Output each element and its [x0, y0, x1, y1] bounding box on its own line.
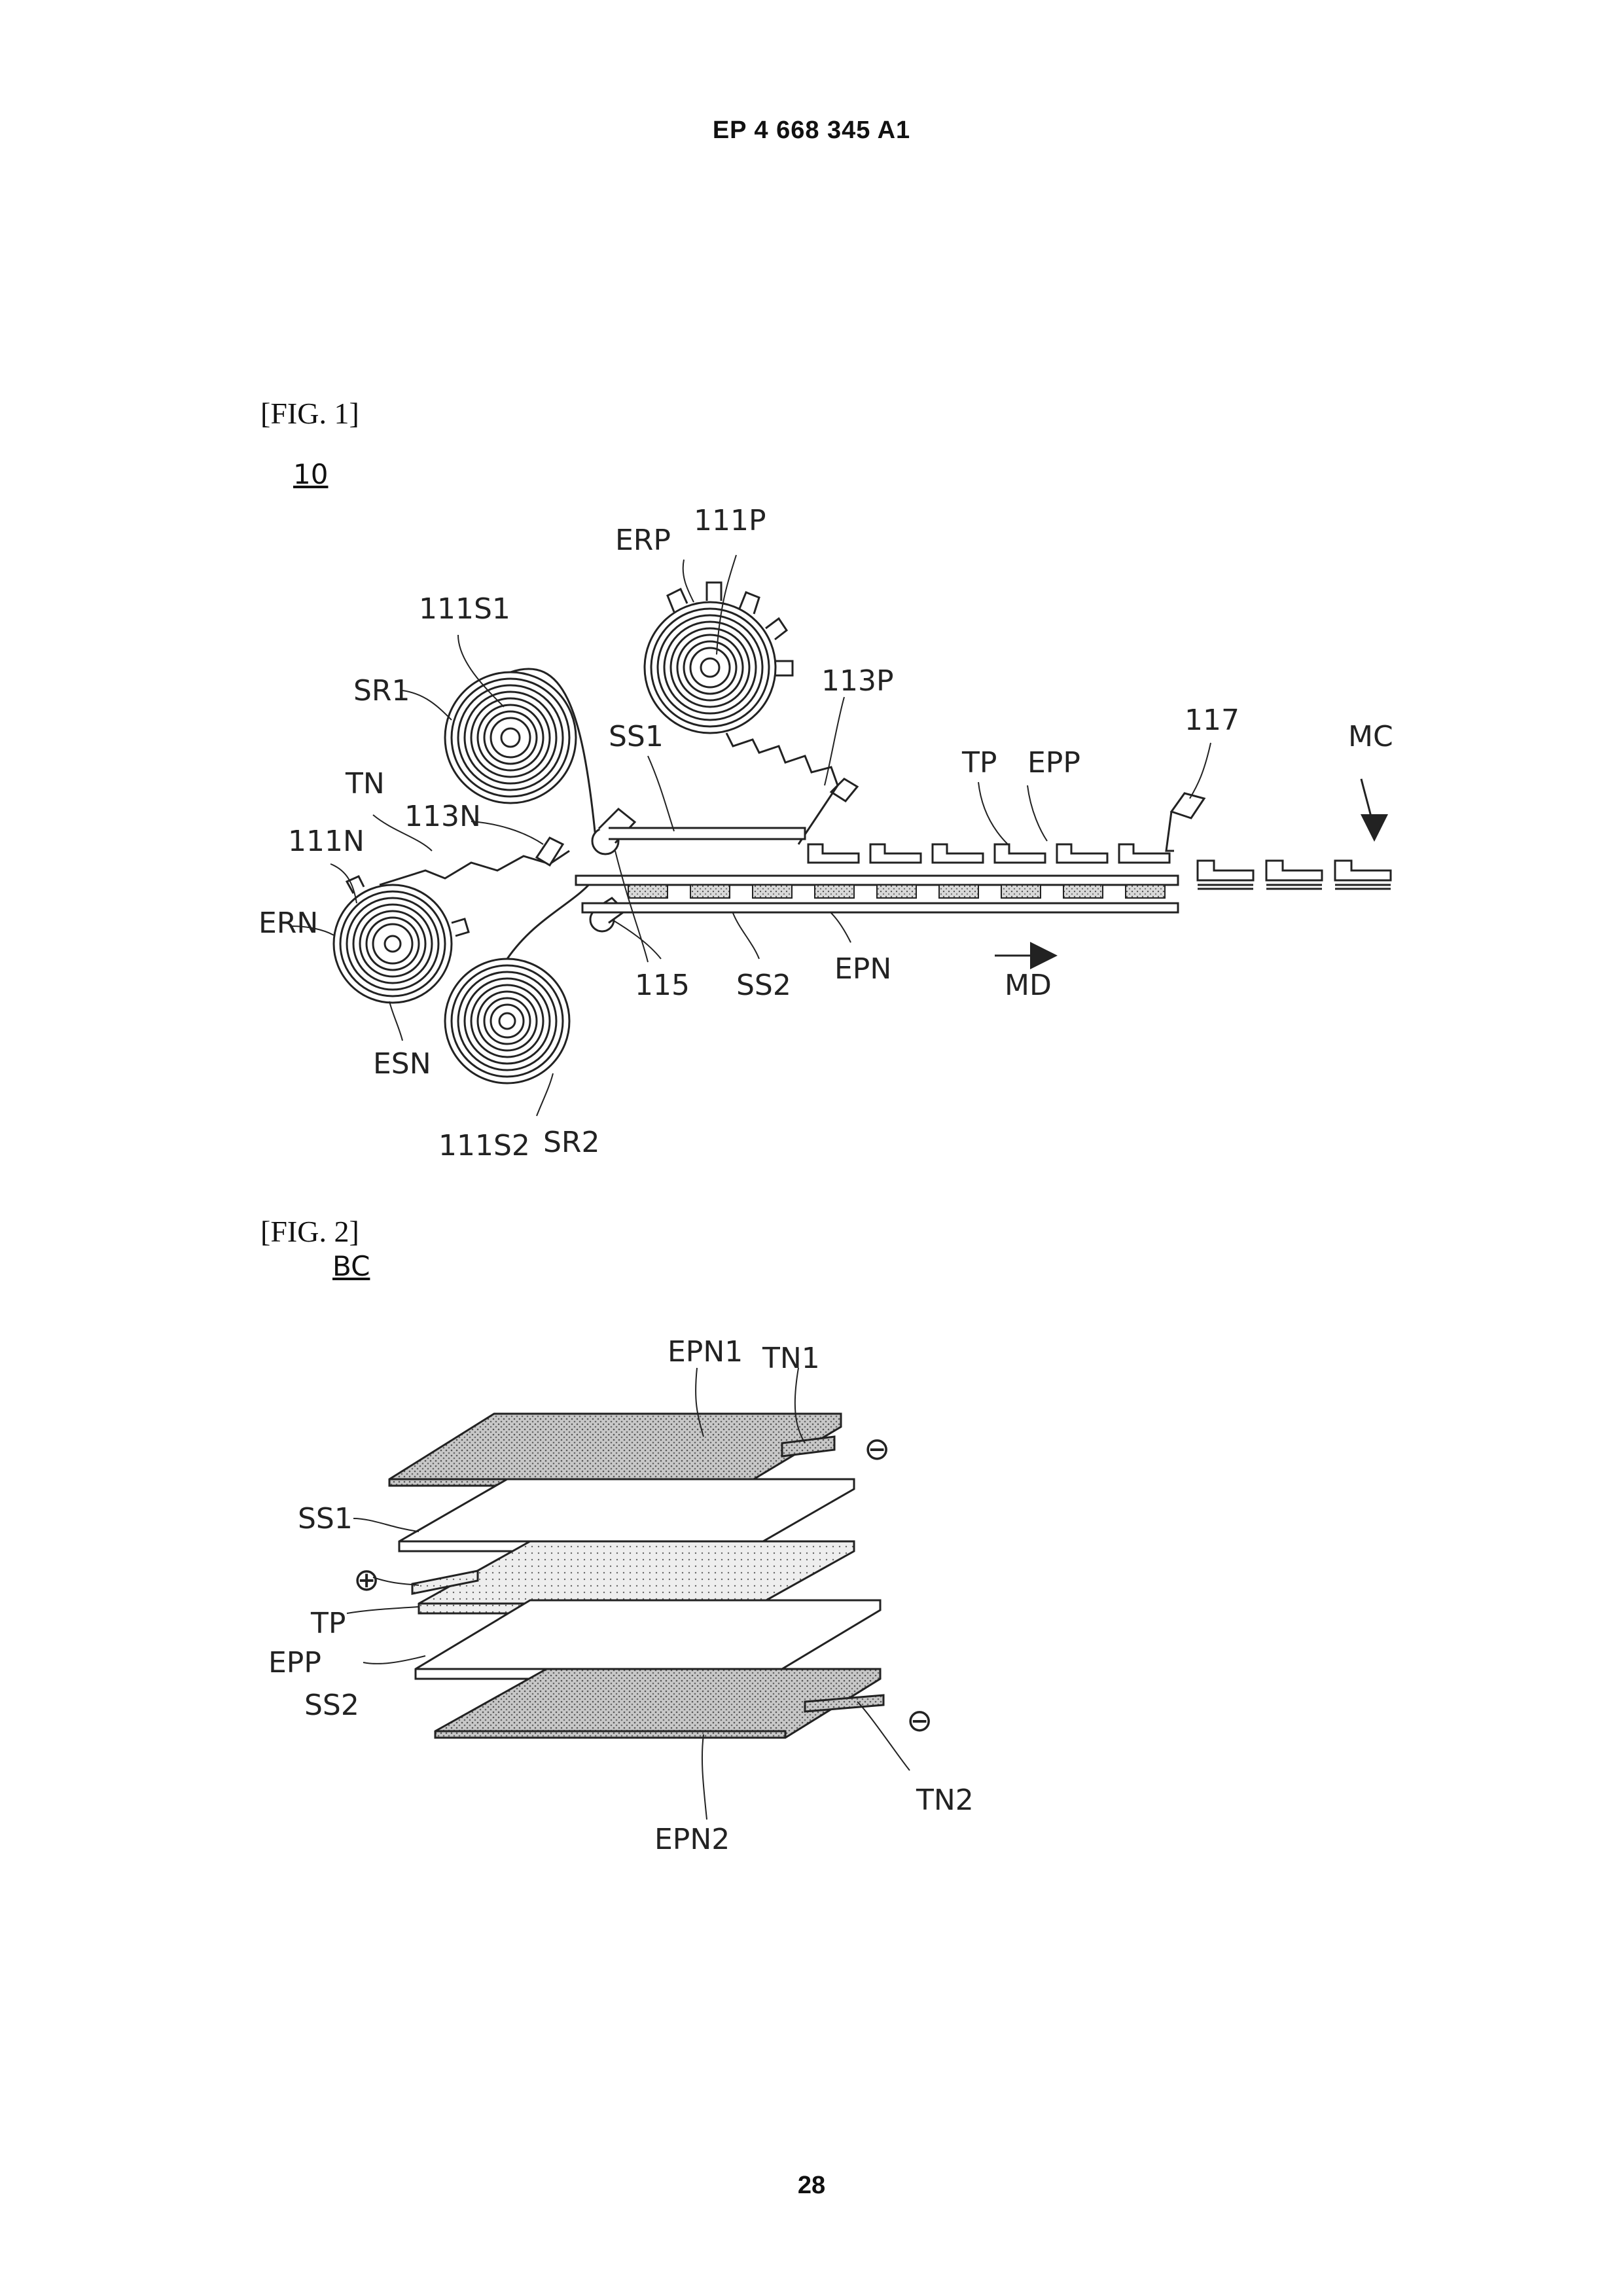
label-plus: ⊕ — [353, 1562, 380, 1598]
label-ss1: SS1 — [609, 720, 664, 753]
label-ss1: SS1 — [298, 1502, 353, 1535]
page-number: 28 — [0, 2172, 1623, 2200]
label-minus-2: ⊖ — [906, 1702, 933, 1739]
label-epp: EPP — [1027, 746, 1080, 780]
label-epp: EPP — [268, 1646, 321, 1679]
label-epn: EPN — [834, 952, 891, 986]
label-epn2: EPN2 — [654, 1823, 730, 1856]
label-ss2: SS2 — [736, 969, 791, 1002]
negative-electrode-plates — [628, 885, 1165, 898]
fig1-diagram: ERP 111P 111S1 SR1 113P SS1 TN 113N 111N… — [0, 0, 1623, 1230]
label-sr1: SR1 — [353, 674, 410, 708]
positive-electrode-plates — [808, 844, 1169, 863]
label-erp: ERP — [615, 524, 671, 557]
label-tn: TN — [345, 767, 385, 800]
negative-plate-epn1 — [389, 1414, 841, 1486]
label-111s1: 111S1 — [419, 592, 510, 626]
cutter-117 — [1166, 793, 1204, 851]
label-ss2: SS2 — [304, 1689, 359, 1722]
label-111s2: 111S2 — [438, 1129, 530, 1162]
label-sr2: SR2 — [543, 1126, 600, 1159]
label-minus-1: ⊖ — [864, 1431, 890, 1467]
label-mc: MC — [1348, 720, 1393, 753]
label-tn1: TN1 — [762, 1342, 820, 1375]
label-115: 115 — [635, 969, 690, 1002]
label-111n: 111N — [288, 825, 365, 858]
label-md: MD — [1005, 969, 1052, 1002]
fig2-caption: [FIG. 2] — [260, 1214, 359, 1249]
label-tp: TP — [310, 1607, 346, 1640]
fig2-reference-number: BC — [332, 1250, 370, 1282]
fig2-diagram: EPN1 TN1 ⊖ SS1 ⊕ TP EPP SS2 ⊖ TN2 EPN2 — [0, 1302, 1623, 1892]
mono-cells — [1198, 779, 1391, 889]
label-113n: 113N — [404, 800, 481, 833]
label-tp: TP — [961, 746, 997, 780]
label-ern: ERN — [259, 906, 318, 940]
label-epn1: EPN1 — [668, 1335, 743, 1369]
label-111p: 111P — [694, 504, 766, 537]
separator-roll-sr2 — [445, 877, 596, 1083]
positive-electrode-roll-erp — [645, 583, 857, 844]
label-esn: ESN — [373, 1047, 431, 1081]
laminate-band — [576, 828, 1178, 912]
label-tn2: TN2 — [916, 1784, 974, 1817]
label-113p: 113P — [821, 664, 894, 698]
label-117: 117 — [1185, 704, 1240, 737]
